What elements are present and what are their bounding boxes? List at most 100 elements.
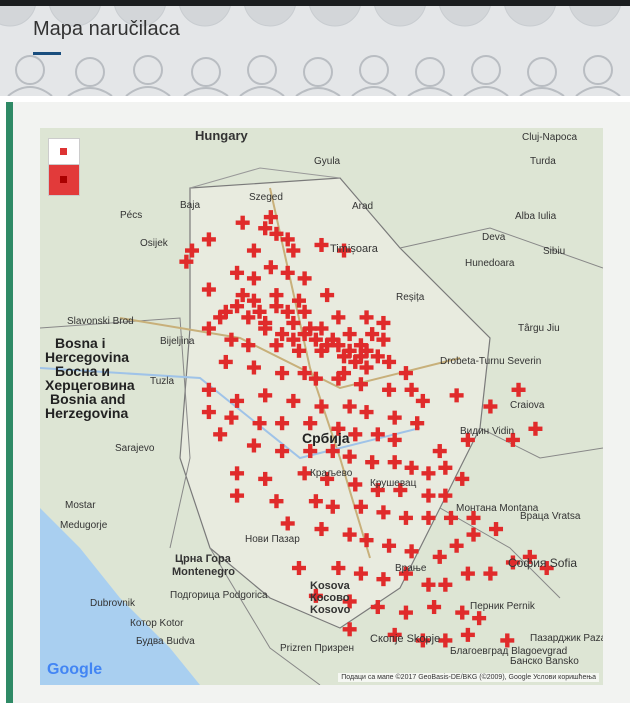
map-marker[interactable]: [218, 354, 233, 369]
map-marker[interactable]: [337, 243, 352, 258]
map-marker[interactable]: [297, 366, 312, 381]
map-marker[interactable]: [218, 304, 233, 319]
map-marker[interactable]: [331, 421, 346, 436]
map-marker[interactable]: [393, 483, 408, 498]
map-marker[interactable]: [224, 332, 239, 347]
map-marker[interactable]: [404, 460, 419, 475]
map-marker[interactable]: [370, 349, 385, 364]
map-marker[interactable]: [314, 343, 329, 358]
map-marker[interactable]: [342, 343, 357, 358]
map-marker[interactable]: [286, 315, 301, 330]
map-marker[interactable]: [342, 622, 357, 637]
map-marker[interactable]: [387, 410, 402, 425]
map-marker[interactable]: [353, 338, 368, 353]
map-marker[interactable]: [297, 466, 312, 481]
map-marker[interactable]: [269, 299, 284, 314]
map-marker[interactable]: [376, 572, 391, 587]
map-marker[interactable]: [297, 327, 312, 342]
map-marker[interactable]: [269, 288, 284, 303]
map-marker[interactable]: [365, 455, 380, 470]
map-marker[interactable]: [263, 260, 278, 275]
map-marker[interactable]: [348, 427, 363, 442]
map-marker[interactable]: [359, 360, 374, 375]
map-marker[interactable]: [320, 471, 335, 486]
map-marker[interactable]: [280, 232, 295, 247]
map-marker[interactable]: [415, 393, 430, 408]
map-marker[interactable]: [505, 555, 520, 570]
map-marker[interactable]: [489, 522, 504, 537]
map-marker[interactable]: [246, 438, 261, 453]
map-marker[interactable]: [359, 533, 374, 548]
map-marker[interactable]: [308, 332, 323, 347]
map-marker[interactable]: [370, 483, 385, 498]
map-marker[interactable]: [286, 393, 301, 408]
map-marker[interactable]: [382, 382, 397, 397]
map-marker[interactable]: [275, 327, 290, 342]
map-marker[interactable]: [382, 354, 397, 369]
map-marker[interactable]: [353, 349, 368, 364]
map-marker[interactable]: [421, 510, 436, 525]
map-marker[interactable]: [246, 293, 261, 308]
map-marker[interactable]: [466, 527, 481, 542]
map-marker[interactable]: [505, 432, 520, 447]
map-marker[interactable]: [275, 366, 290, 381]
map-marker[interactable]: [230, 265, 245, 280]
map-marker[interactable]: [438, 577, 453, 592]
map-marker[interactable]: [410, 416, 425, 431]
map-marker[interactable]: [472, 611, 487, 626]
map-marker[interactable]: [376, 505, 391, 520]
map-marker[interactable]: [291, 561, 306, 576]
map-marker[interactable]: [314, 321, 329, 336]
map-marker[interactable]: [286, 243, 301, 258]
map-marker[interactable]: [466, 510, 481, 525]
map-marker[interactable]: [421, 466, 436, 481]
map-marker[interactable]: [213, 427, 228, 442]
map-marker[interactable]: [539, 561, 554, 576]
map-marker[interactable]: [342, 594, 357, 609]
map-marker[interactable]: [269, 338, 284, 353]
map-marker[interactable]: [320, 288, 335, 303]
map-marker[interactable]: [275, 416, 290, 431]
map-marker[interactable]: [258, 388, 273, 403]
map-marker[interactable]: [314, 399, 329, 414]
map-marker[interactable]: [230, 393, 245, 408]
map-marker[interactable]: [230, 466, 245, 481]
map-marker[interactable]: [342, 399, 357, 414]
map-marker[interactable]: [213, 310, 228, 325]
map-marker[interactable]: [427, 600, 442, 615]
map-marker[interactable]: [511, 382, 526, 397]
map-marker[interactable]: [246, 243, 261, 258]
map-marker[interactable]: [235, 215, 250, 230]
map-marker[interactable]: [522, 549, 537, 564]
map-marker[interactable]: [398, 566, 413, 581]
map-marker[interactable]: [398, 605, 413, 620]
map-marker[interactable]: [387, 627, 402, 642]
map-marker[interactable]: [235, 288, 250, 303]
map-marker[interactable]: [314, 522, 329, 537]
map-marker[interactable]: [415, 633, 430, 648]
map-marker[interactable]: [201, 232, 216, 247]
map-marker[interactable]: [275, 444, 290, 459]
map-marker[interactable]: [438, 488, 453, 503]
map-marker[interactable]: [438, 460, 453, 475]
map-marker[interactable]: [185, 243, 200, 258]
map-marker[interactable]: [269, 494, 284, 509]
map-marker[interactable]: [421, 577, 436, 592]
map-marker[interactable]: [308, 588, 323, 603]
map-marker[interactable]: [370, 600, 385, 615]
map-marker[interactable]: [303, 444, 318, 459]
map-marker[interactable]: [258, 221, 273, 236]
map-marker[interactable]: [325, 444, 340, 459]
map-marker[interactable]: [246, 271, 261, 286]
map-marker[interactable]: [291, 293, 306, 308]
map-marker[interactable]: [353, 499, 368, 514]
map-marker[interactable]: [201, 282, 216, 297]
map-marker[interactable]: [365, 327, 380, 342]
map-marker[interactable]: [483, 566, 498, 581]
map-marker[interactable]: [320, 338, 335, 353]
map-marker[interactable]: [348, 354, 363, 369]
map-marker[interactable]: [280, 265, 295, 280]
map-marker[interactable]: [331, 561, 346, 576]
map-marker[interactable]: [342, 449, 357, 464]
map-marker[interactable]: [370, 427, 385, 442]
